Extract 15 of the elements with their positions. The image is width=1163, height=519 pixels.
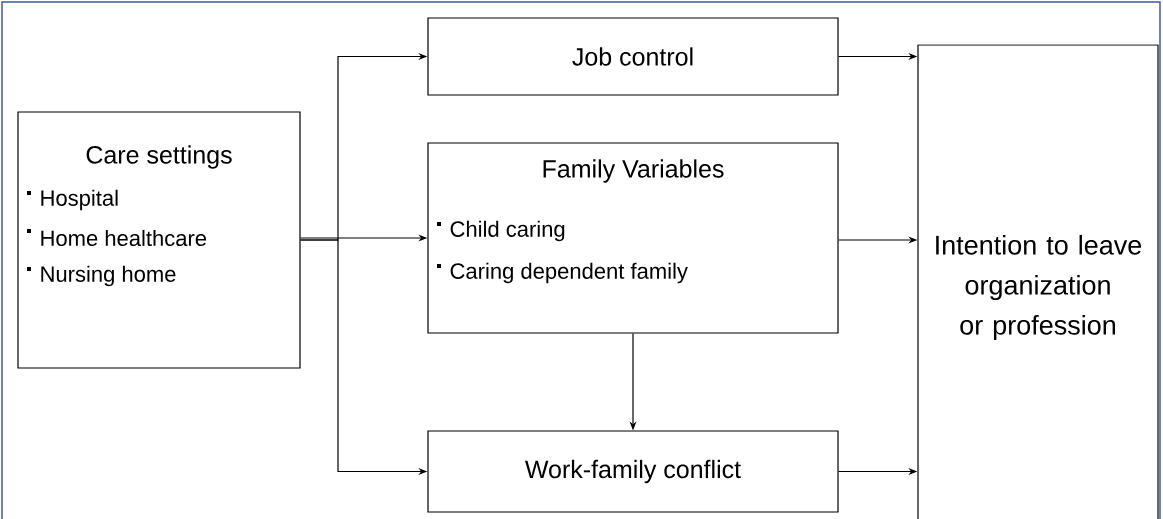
box [17,111,301,369]
box [427,17,839,96]
box-heading: Family Variables [543,159,724,183]
bullet-text: Hospital [41,189,118,211]
box [427,142,839,334]
box [917,44,1159,519]
bullet-text: Caring dependent family [450,262,688,284]
box-text: Work-family conflict [525,459,741,484]
bullet-text: Nursing home [41,265,176,287]
box [427,430,839,513]
box-heading: Care settings [86,145,232,169]
bullet-text: Child caring [450,220,565,242]
bullet-text: Home healthcare [41,229,207,247]
box-text: Intention to leave organization or profession [936,234,1142,341]
box-text: Job control [572,47,693,66]
